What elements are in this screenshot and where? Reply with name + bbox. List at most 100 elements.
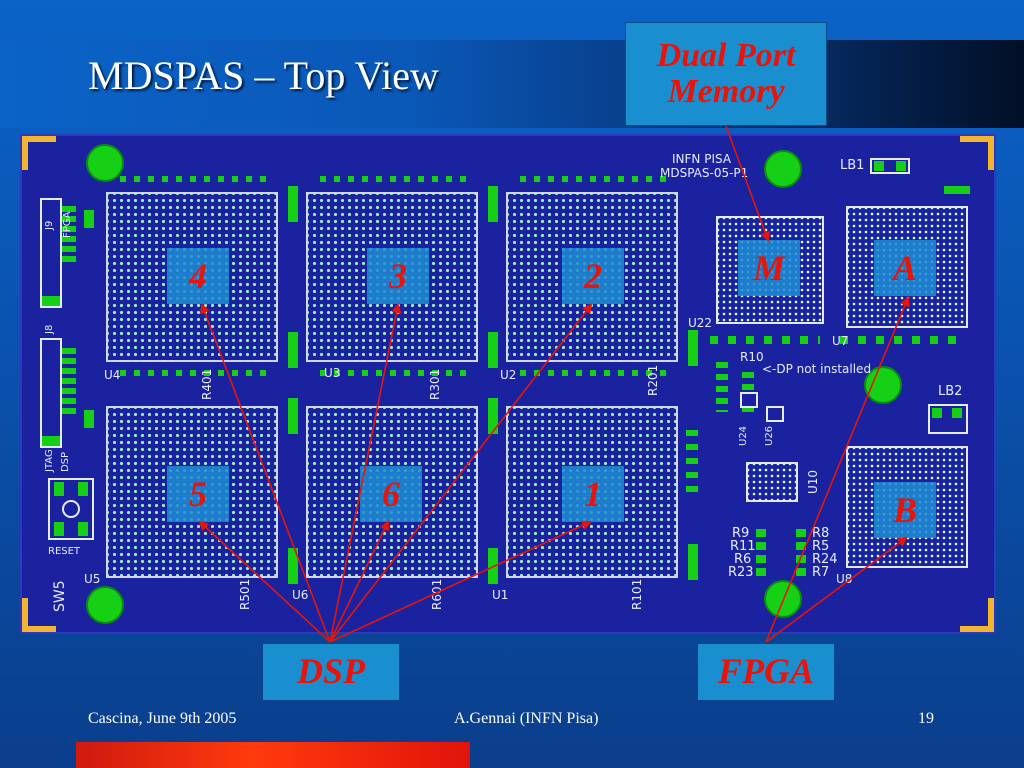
chip-label-6: 6 — [360, 466, 422, 522]
pad-column — [756, 529, 766, 577]
silk-dp-note: <-DP not installed — [762, 362, 872, 376]
pad-row — [120, 370, 270, 376]
pad — [78, 482, 88, 496]
silk-j9: J9 — [44, 220, 55, 230]
chip-label-5: 5 — [167, 466, 229, 522]
pad — [488, 398, 498, 434]
silk-j8: J8 — [44, 324, 55, 334]
callout-dual-port-memory: Dual Port Memory — [625, 22, 827, 126]
silk-r601: R601 — [430, 578, 444, 610]
silk-brand-line2: MDSPAS-05-P1 — [660, 166, 749, 180]
silk-r9: R9 — [732, 526, 750, 541]
mounting-hole — [86, 586, 124, 624]
pad — [488, 186, 498, 222]
pad — [952, 408, 962, 418]
pad — [688, 544, 698, 580]
pad — [84, 410, 94, 428]
silk-dsp-small: DSP — [60, 451, 71, 472]
chip-u10 — [746, 462, 798, 502]
silk-r11: R11 — [730, 539, 756, 554]
silk-fpga-small: FPGA — [62, 211, 73, 238]
mounting-hole — [86, 144, 124, 182]
silk-u5: U5 — [84, 572, 101, 586]
silk-r201: R201 — [646, 364, 660, 396]
pad-column — [686, 430, 698, 500]
silk-r7: R7 — [812, 565, 830, 580]
silk-u8: U8 — [836, 572, 853, 586]
mounting-hole — [764, 580, 802, 618]
callout-fpga: FPGA — [698, 644, 834, 700]
silk-u24: U24 — [738, 425, 749, 446]
footer-center: A.Gennai (INFN Pisa) — [454, 710, 599, 727]
silk-r10: R10 — [740, 350, 764, 364]
pad-column — [796, 529, 806, 577]
silk-r6: R6 — [734, 552, 752, 567]
silk-u26: U26 — [764, 425, 775, 446]
silk-u1: U1 — [492, 588, 509, 602]
silk-r301: R301 — [428, 368, 442, 400]
pad — [42, 436, 60, 446]
callout-dual-port-line1: Dual Port — [656, 37, 796, 75]
footer-left: Cascina, June 9th 2005 — [88, 710, 237, 727]
pad — [84, 210, 94, 228]
page-number: 19 — [918, 710, 934, 727]
pad-row — [520, 176, 670, 182]
pad — [944, 186, 970, 194]
corner-bracket-bottom-right — [960, 598, 994, 632]
pad — [288, 186, 298, 222]
chip-label-4: 4 — [167, 248, 229, 304]
pad — [896, 161, 906, 171]
silk-r101: R101 — [630, 578, 644, 610]
connector-j8 — [40, 338, 62, 448]
pad — [488, 548, 498, 584]
title-band — [0, 40, 1024, 128]
silk-u2: U2 — [500, 368, 517, 382]
silk-sw5: SW5 — [52, 580, 68, 612]
pad — [78, 522, 88, 536]
connector-pins — [62, 348, 76, 418]
pad-row — [840, 336, 960, 344]
corner-bracket-top-left — [22, 136, 56, 170]
pad — [874, 161, 884, 171]
silk-reset: RESET — [48, 546, 81, 557]
chip-label-3: 3 — [367, 248, 429, 304]
silk-r401: R401 — [200, 368, 214, 400]
pad — [932, 408, 942, 418]
chip-label-m: M — [738, 240, 800, 296]
corner-bracket-top-right — [960, 136, 994, 170]
corner-bracket-bottom-left — [22, 598, 56, 632]
silk-u22: U22 — [688, 316, 713, 330]
chip-label-2: 2 — [562, 248, 624, 304]
pad-row — [120, 176, 270, 182]
pad-row — [710, 336, 820, 344]
reset-button-circle — [62, 500, 80, 518]
mounting-hole — [764, 150, 802, 188]
callout-dual-port-line2: Memory — [667, 73, 785, 110]
connector-pins — [62, 206, 76, 266]
silk-brand-line1: INFN PISA — [672, 152, 732, 166]
pad — [42, 296, 60, 306]
pad-column — [716, 362, 728, 412]
silk-lb1: LB1 — [840, 158, 865, 173]
pad — [288, 332, 298, 368]
connector-j9 — [40, 198, 62, 308]
pad-row — [520, 370, 670, 376]
pad-row — [320, 370, 470, 376]
pad — [488, 332, 498, 368]
chip-label-a: A — [874, 240, 936, 296]
silk-r23: R23 — [728, 565, 754, 580]
silk-u6: U6 — [292, 588, 309, 602]
pad — [688, 330, 698, 366]
slide-title: MDSPAS – Top View — [88, 53, 439, 98]
silk-jtag: JTAG — [44, 449, 55, 472]
silk-lb2: LB2 — [938, 384, 963, 399]
chip-label-b: B — [874, 482, 936, 538]
silk-u4: U4 — [104, 368, 121, 382]
pad — [288, 548, 298, 584]
pad — [54, 482, 64, 496]
callout-dsp: DSP — [263, 644, 399, 700]
pad-row — [320, 176, 470, 182]
chip-label-1: 1 — [562, 466, 624, 522]
silk-u10: U10 — [806, 469, 820, 494]
footer-accent-bar — [76, 742, 470, 768]
